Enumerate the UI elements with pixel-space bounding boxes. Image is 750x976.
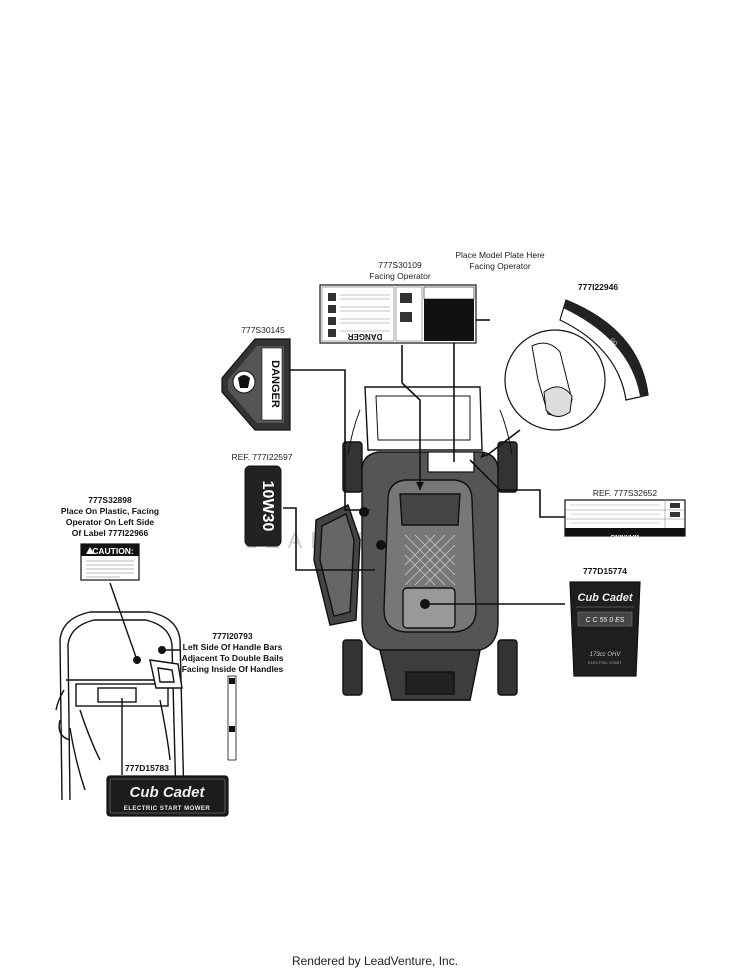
- placement-777I20793-line3: Facing Inside Of Handles: [181, 664, 284, 674]
- label-777D15783: 777D15783: [112, 763, 182, 774]
- part-number-777I22946: 777I22946: [577, 282, 619, 292]
- part-number-ref-777S32652: REF. 777S32652: [592, 488, 658, 498]
- part-number-777S30109: 777S30109: [378, 260, 422, 270]
- front-left-wheel: [342, 639, 363, 696]
- label-ref-777I22597: REF. 777I22597: [222, 452, 302, 463]
- placement-777S32898-line3: Of Label 777I22966: [71, 528, 149, 538]
- label-777I20793: 777I20793 Left Side Of Handle Bars Adjac…: [170, 631, 295, 675]
- front-right-wheel: [497, 639, 518, 696]
- oil-grade-text: 10W30: [259, 481, 276, 532]
- mower-illustration: [313, 386, 518, 701]
- part-number-777D15783: 777D15783: [125, 763, 169, 773]
- decal-777S30145: DANGER: [221, 338, 291, 431]
- model-code: C C 55 0 ES: [586, 617, 625, 624]
- caution-word: CAUTION:: [92, 546, 134, 556]
- decal-777D15783: Cub Cadet ELECTRIC START MOWER: [106, 775, 229, 817]
- label-777I22946: 777I22946: [568, 282, 628, 293]
- svg-text:GO: GO: [609, 337, 619, 347]
- leader-lines: [283, 319, 565, 605]
- part-number-777I20793: 777I20793: [212, 631, 253, 641]
- decal-777S30109: DANGER: [319, 284, 477, 344]
- decal-777S32898: CAUTION:: [80, 543, 140, 581]
- decal-oil-10w30: 10W30: [244, 465, 282, 547]
- decal-777D15774: Cub Cadet C C 55 0 ES 173cc OHV ELECTRIC…: [569, 581, 641, 677]
- electric-start-small: ELECTRIC START: [588, 660, 622, 665]
- handle-illustration: [55, 611, 185, 801]
- decal-777I20793: [227, 675, 237, 761]
- placement-777I20793-line1: Left Side Of Handle Bars: [182, 642, 283, 652]
- model-plate-line1: Place Model Plate Here: [455, 250, 545, 260]
- footer-credit: Rendered by LeadVenture, Inc.: [291, 954, 459, 968]
- label-model-plate: Place Model Plate Here Facing Operator: [440, 250, 560, 272]
- part-number-777S32898: 777S32898: [88, 495, 132, 505]
- model-plate-line2: Facing Operator: [469, 261, 531, 271]
- placement-777S32898-line1: Place On Plastic, Facing: [60, 506, 160, 516]
- part-number-777D15774: 777D15774: [583, 566, 627, 576]
- brand-logo-small: Cub Cadet: [578, 592, 634, 604]
- rear-right-wheel: [497, 441, 518, 493]
- danger-word-hex: DANGER: [269, 360, 281, 408]
- brand-logo-large: Cub Cadet: [130, 784, 206, 801]
- electric-start-mower-text: ELECTRIC START MOWER: [124, 806, 211, 812]
- part-number-777S30145: 777S30145: [241, 325, 285, 335]
- label-777S30145: 777S30145: [228, 325, 298, 336]
- part-note-777S30109: Facing Operator: [369, 271, 431, 281]
- model-plate-area: [427, 451, 475, 473]
- label-777D15774: 777D15774: [570, 566, 640, 577]
- engine-size: 173cc OHV: [590, 652, 622, 658]
- part-number-ref-777I22597: REF. 777I22597: [231, 452, 293, 462]
- rear-left-wheel: [342, 441, 363, 493]
- label-777S30109: 777S30109 Facing Operator: [344, 260, 456, 282]
- label-ref-777S32652: REF. 777S32652: [580, 488, 670, 499]
- decal-777S32652: WARNING: [564, 499, 686, 539]
- danger-word-small: DANGER: [347, 332, 382, 341]
- decal-777I22946: GO: [504, 299, 649, 431]
- placement-777S32898-line2: Operator On Left Side: [65, 517, 155, 527]
- warning-word: WARNING: [610, 533, 639, 539]
- label-777S32898: 777S32898 Place On Plastic, Facing Opera…: [50, 495, 170, 539]
- placement-777I20793-line2: Adjacent To Double Bails: [181, 653, 284, 663]
